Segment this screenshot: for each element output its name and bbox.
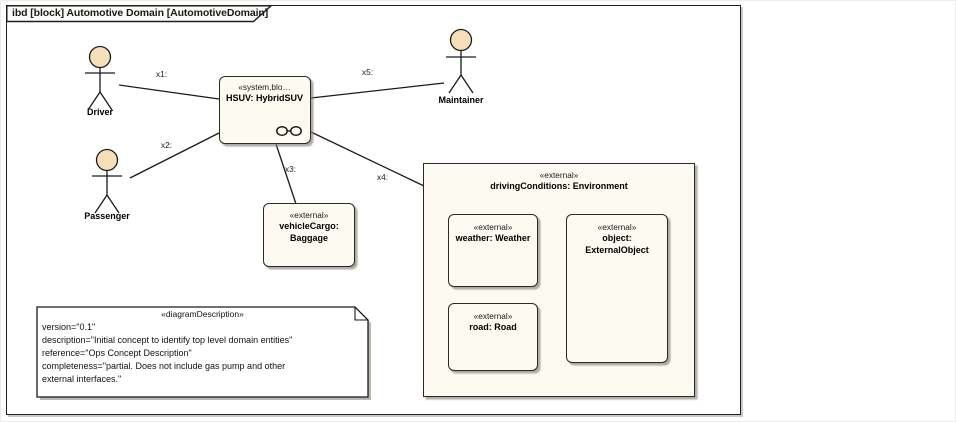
connector-x1-label: x1: <box>156 69 168 79</box>
note-fold-icon <box>354 307 368 321</box>
connector-x2-label: x2: <box>161 140 173 150</box>
road-name: road: Road <box>469 322 517 332</box>
hsuv-name: HSUV: HybridSUV <box>225 92 303 103</box>
connector-x2[interactable] <box>129 132 220 179</box>
vehicle-cargo-stereotype: «external» <box>289 210 329 220</box>
connector-x4[interactable] <box>310 131 425 187</box>
diagram-description-note[interactable] <box>36 306 371 400</box>
connector-x5[interactable] <box>310 82 445 99</box>
weather-name: weather: Weather <box>455 233 531 243</box>
block-external-object[interactable]: «external» object: ExternalObject <box>566 214 668 363</box>
object-name: object: ExternalObject <box>585 233 649 255</box>
weather-stereotype: «external» <box>473 222 513 232</box>
note-line: reference="Ops Concept Description" <box>42 348 192 358</box>
connectors <box>118 82 445 205</box>
block-vehicle-cargo[interactable]: «external» vehicleCargo: Baggage <box>263 203 355 267</box>
driving-conditions-name: drivingConditions: Environment <box>490 181 628 191</box>
block-weather[interactable]: «external» weather: Weather <box>448 214 538 287</box>
block-road[interactable]: «external» road: Road <box>448 303 538 371</box>
note-line: version="0.1" <box>42 322 96 332</box>
actor-passenger[interactable] <box>92 148 122 214</box>
road-stereotype: «external» <box>473 311 513 321</box>
connector-x5-label: x5: <box>362 67 374 77</box>
note-body <box>36 306 369 398</box>
actor-maintainer[interactable] <box>446 28 476 94</box>
connector-x3[interactable] <box>275 143 297 205</box>
driver-label: Driver <box>86 107 113 117</box>
frame-title: ibd [block] Automotive Domain [Automotiv… <box>12 7 269 19</box>
composite-structure-icon <box>275 125 302 136</box>
frame-title-tab <box>6 5 273 23</box>
connector-x4-label: x4: <box>377 172 389 182</box>
block-hsuv[interactable]: «system,blo… HSUV: HybridSUV <box>218 75 311 144</box>
note-line: completeness="partial. Does not include … <box>42 361 286 371</box>
actor-driver[interactable] <box>85 45 115 111</box>
driving-conditions-stereotype: «external» <box>539 170 579 180</box>
block-driving-conditions[interactable]: «external» drivingConditions: Environmen… <box>423 163 695 397</box>
note-stereotype: «diagramDescription» <box>161 309 244 319</box>
object-stereotype: «external» <box>597 222 637 232</box>
connector-x1[interactable] <box>118 84 220 100</box>
vehicle-cargo-name: vehicleCargo: Baggage <box>279 221 339 243</box>
note-line: external interfaces." <box>42 374 122 384</box>
passenger-label: Passenger <box>84 211 130 221</box>
maintainer-label: Maintainer <box>438 95 484 105</box>
note-line: description="Initial concept to identify… <box>42 335 293 345</box>
hsuv-stereotype: «system,blo… <box>238 81 291 92</box>
connector-x3-label: x3: <box>285 164 297 174</box>
